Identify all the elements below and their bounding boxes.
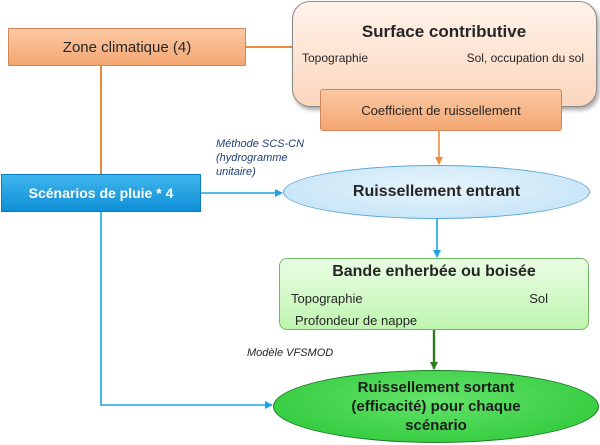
- bande-topographie-label: Topographie: [291, 291, 363, 306]
- methode-line-3: unitaire): [216, 166, 256, 178]
- ruissellement-sortant-line-2: (efficacité) pour chaque: [351, 398, 521, 415]
- surface-sol-label: Sol, occupation du sol: [466, 51, 584, 65]
- coefficient-ruissellement-box: Coefficient de ruissellement: [320, 89, 562, 131]
- ruissellement-sortant-line-1: Ruissellement sortant: [357, 379, 515, 396]
- zone-climatique-box: Zone climatique (4): [8, 28, 246, 66]
- bande-nappe-label: Profondeur de nappe: [295, 313, 418, 328]
- surface-topographie-label: Topographie: [302, 51, 369, 65]
- scenarios-pluie-box: Scénarios de pluie * 4: [1, 174, 201, 212]
- ruissellement-sortant-line-3: scénario: [405, 417, 467, 434]
- methode-scs-cn-annotation: Méthode SCS-CN (hydrogramme unitaire): [216, 137, 346, 179]
- methode-line-2: (hydrogramme: [216, 152, 288, 164]
- surface-contributive-title: Surface contributive: [361, 22, 527, 41]
- bande-enherbee-box: [279, 258, 589, 330]
- scenarios-pluie-label: Scénarios de pluie * 4: [28, 185, 174, 201]
- zone-climatique-label: Zone climatique (4): [62, 38, 192, 56]
- ruissellement-entrant-label: Ruissellement entrant: [352, 183, 521, 200]
- coefficient-ruissellement-label: Coefficient de ruissellement: [361, 102, 521, 118]
- arrow-scenarios-sortant: [100, 212, 273, 409]
- ruissellement-sortant-ellipse: Ruissellement sortant (efficacité) pour …: [273, 370, 599, 443]
- methode-line-1: Méthode SCS-CN: [216, 138, 305, 150]
- modele-vfsmod-annotation: Modèle VFSMOD: [247, 347, 334, 359]
- bande-sol-label: Sol: [529, 291, 548, 306]
- bande-enherbee-title: Bande enherbée ou boisée: [332, 263, 536, 280]
- ruissellement-entrant-ellipse: Ruissellement entrant: [283, 165, 590, 219]
